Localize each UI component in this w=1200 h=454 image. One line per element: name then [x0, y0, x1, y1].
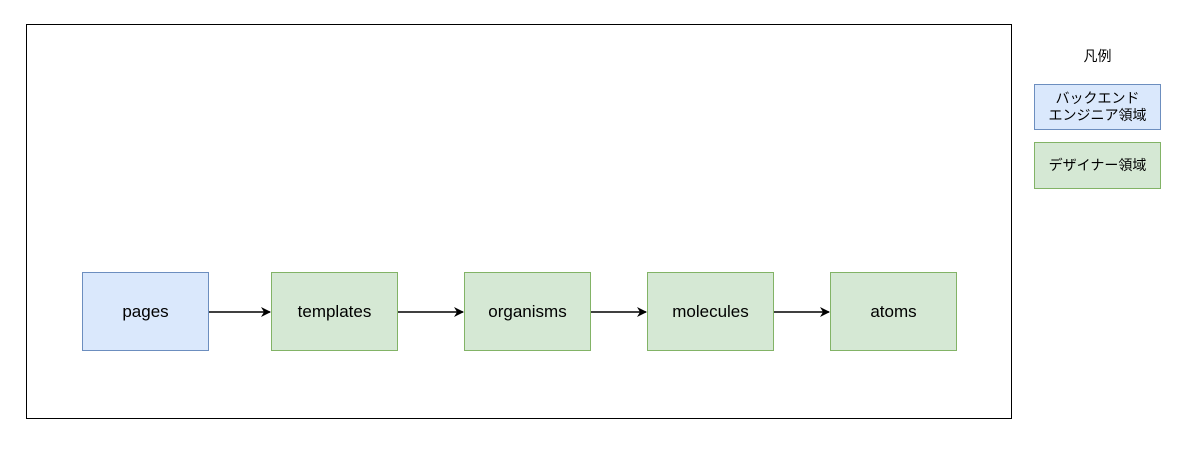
legend-backend-box: バックエンド エンジニア領域 — [1034, 84, 1161, 130]
node-pages: pages — [82, 272, 209, 351]
legend-title: 凡例 — [1083, 48, 1112, 64]
node-molecules: molecules — [647, 272, 774, 351]
legend-designer-box: デザイナー領域 — [1034, 142, 1161, 189]
diagram-frame — [26, 24, 1012, 419]
node-atoms: atoms — [830, 272, 957, 351]
node-templates: templates — [271, 272, 398, 351]
node-organisms: organisms — [464, 272, 591, 351]
